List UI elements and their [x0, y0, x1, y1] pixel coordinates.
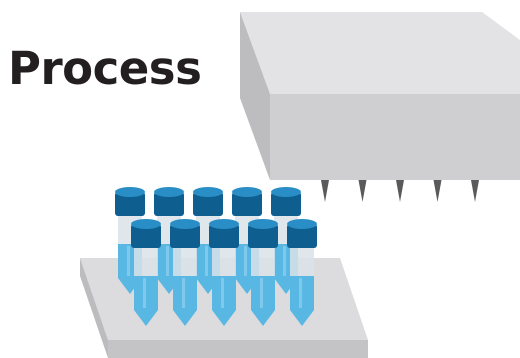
tube-cap	[232, 192, 262, 216]
tube-highlight	[182, 278, 185, 308]
tube-cap-top	[193, 187, 223, 197]
dispensing-head-icon	[240, 12, 520, 202]
sample-tube-icon	[248, 219, 278, 326]
needle-group	[321, 180, 479, 202]
tube-cap-top	[232, 187, 262, 197]
dispense-tip-icon	[433, 180, 442, 202]
tube-rack-icon	[80, 187, 368, 358]
tube-group	[115, 187, 317, 326]
sample-tube-icon	[287, 219, 317, 326]
tube-cap-top	[154, 187, 184, 197]
tube-cap	[115, 192, 145, 216]
tube-cap	[271, 192, 301, 216]
tube-highlight	[127, 246, 130, 276]
tube-cap	[248, 224, 278, 248]
tube-highlight	[283, 246, 286, 276]
tube-cap	[154, 192, 184, 216]
tube-highlight	[166, 246, 169, 276]
tube-cap-top	[248, 219, 278, 229]
tube-cap-top	[271, 187, 301, 197]
tube-highlight	[143, 278, 146, 308]
dispense-tip-icon	[358, 180, 367, 202]
tube-cap-top	[170, 219, 200, 229]
page-title: Process	[8, 42, 202, 95]
tube-cap-top	[131, 219, 161, 229]
tube-highlight	[221, 278, 224, 308]
plate-side-face	[80, 258, 108, 358]
tube-highlight	[205, 246, 208, 276]
tube-cap	[193, 192, 223, 216]
tube-cap	[131, 224, 161, 248]
sample-tube-icon	[131, 219, 161, 326]
dispense-tip-icon	[471, 180, 479, 202]
tube-cap-top	[209, 219, 239, 229]
sample-tube-icon	[209, 219, 239, 326]
tube-highlight	[244, 246, 247, 276]
machine-front-face	[270, 94, 520, 180]
tube-cap	[287, 224, 317, 248]
tube-highlight	[299, 278, 302, 308]
tube-cap-top	[287, 219, 317, 229]
dispense-tip-icon	[321, 180, 329, 202]
machine-top-face	[240, 12, 520, 94]
tube-cap	[170, 224, 200, 248]
sample-tube-icon	[170, 219, 200, 326]
dispense-tip-icon	[396, 180, 404, 202]
tube-cap	[209, 224, 239, 248]
plate-front-face	[108, 340, 368, 358]
machine-side-face	[240, 12, 270, 180]
tube-highlight	[260, 278, 263, 308]
tube-cap-top	[115, 187, 145, 197]
